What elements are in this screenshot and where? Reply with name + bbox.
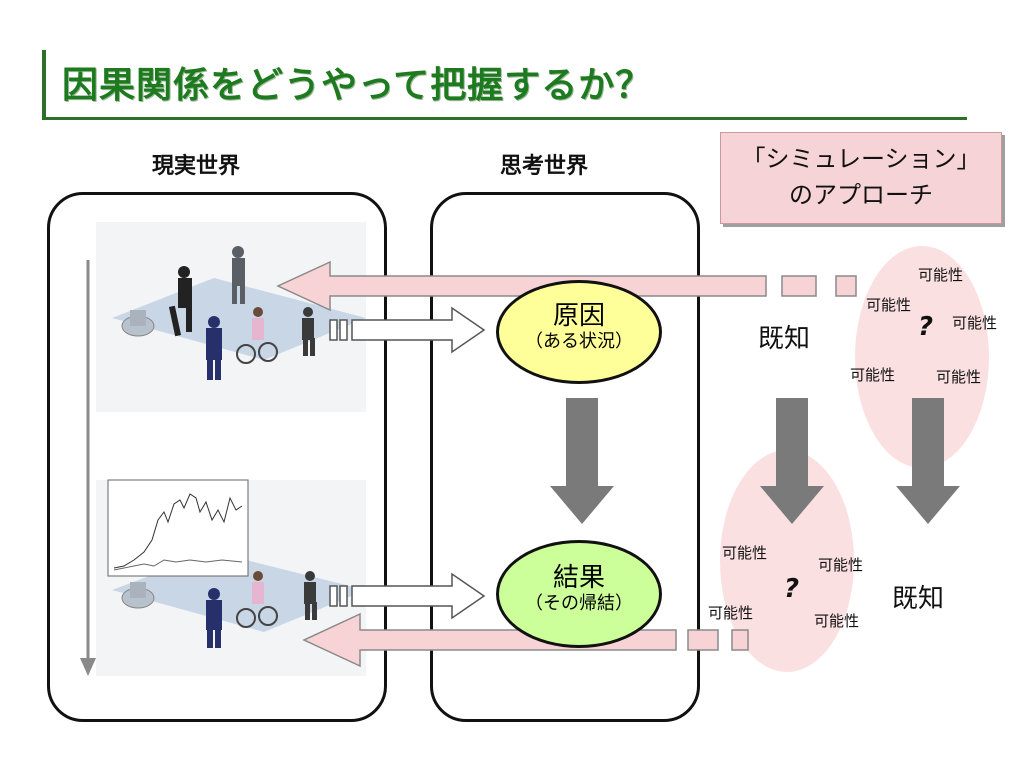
possibility-label: 可能性: [850, 366, 896, 384]
thought-world-heading: 思考世界: [500, 154, 589, 179]
possibility-label: 可能性: [814, 612, 860, 630]
simulation-approach-box: 「シミュレーション」 のアプローチ: [720, 132, 1002, 224]
known-to-possibility-arrow: [760, 398, 824, 524]
simulation-box-line2: のアプローチ: [789, 181, 933, 209]
possibility-label: 可能性: [818, 556, 864, 574]
observe-arrow-cause: [329, 306, 486, 354]
effect-label: 結果: [552, 563, 605, 593]
possibility-label: 可能性: [866, 296, 912, 314]
cause-detail: （ある状況）: [525, 331, 633, 352]
possibility-to-known-arrow: [896, 398, 960, 524]
arrow-tail-dash-2: [835, 275, 857, 297]
question-mark-lower: ?: [784, 574, 800, 604]
question-mark-upper: ?: [918, 312, 934, 342]
simulation-box-line1: 「シミュレーション」: [741, 145, 981, 173]
arrow-tail-dash-4: [731, 629, 749, 651]
real-world-heading: 現実世界: [152, 154, 241, 179]
possibility-label: 可能性: [918, 266, 964, 284]
possibility-label: 可能性: [722, 544, 768, 562]
effect-detail: （その帰結）: [525, 593, 633, 614]
arrow-tail-dash-3: [687, 629, 719, 651]
street-scene-upper: [96, 222, 366, 412]
observe-arrow-effect: [329, 572, 486, 620]
possibility-label: 可能性: [952, 314, 998, 332]
cause-label: 原因: [552, 301, 605, 331]
cause-oval: 原因 （ある状況）: [496, 280, 662, 384]
time-flow-arrowhead: [80, 658, 96, 676]
cause-to-effect-arrow: [550, 398, 614, 524]
possibility-label: 可能性: [936, 368, 982, 386]
arrow-tail-dash-1: [781, 275, 817, 297]
simulation-back-arrow-lower: [302, 612, 677, 668]
effect-oval: 結果 （その帰結）: [496, 540, 662, 648]
known-label-lower: 既知: [892, 584, 945, 614]
known-label-upper: 既知: [758, 324, 811, 354]
simulation-back-arrow-upper: [276, 260, 767, 312]
title-underline: [42, 117, 967, 120]
title-accent-bar: [42, 50, 46, 120]
possibility-label: 可能性: [708, 604, 754, 622]
slide-title: 因果関係をどうやって把握するか？: [62, 65, 653, 106]
